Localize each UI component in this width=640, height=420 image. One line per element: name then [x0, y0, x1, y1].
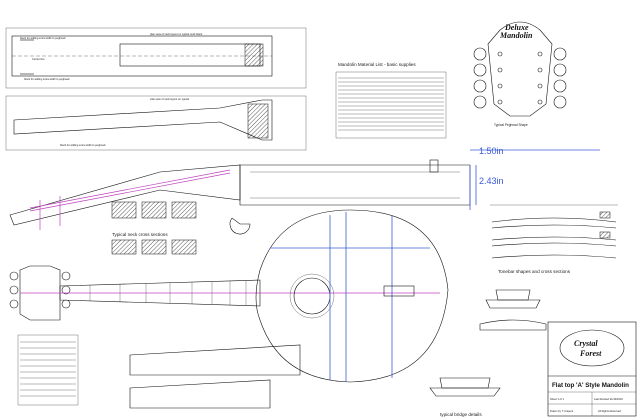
- material-list-heading: Mandolin Material List - basic supplies: [338, 62, 416, 67]
- neck-cross-sections: Typical neck cross sections: [111, 201, 251, 255]
- material-list: Mandolin Material List - basic supplies: [335, 62, 447, 139]
- tonebar-shapes: Tonebar shapes and cross sections: [490, 204, 618, 274]
- block-label-mid: block for adding extra width to peghead: [24, 77, 70, 81]
- neck-side-view: side view of neck layout on typical bloc…: [5, 95, 307, 151]
- logo-line2: Forest: [579, 349, 602, 358]
- headstock-logo-line1: Deluxe: [504, 23, 529, 32]
- mandolin-side-profile: 1.50in 2.43in: [9, 146, 600, 230]
- peghead-drawing: Deluxe Mandolin Typical Peghead Shape: [473, 21, 567, 127]
- neck-plan-view: block for adding extra width to peghead …: [5, 27, 307, 89]
- dimension-150: 1.50in: [479, 146, 504, 156]
- drawn-by: Drawn by T. Kuipers: [550, 409, 574, 413]
- neck-plan-label: plan view of neck layout on typical neck…: [150, 32, 203, 36]
- block-label-bot: block for adding extra width to peghead: [60, 143, 106, 147]
- tonebar-label: Tonebar shapes and cross sections: [498, 269, 571, 274]
- bridge-details-label: typical bridge details: [440, 412, 482, 417]
- title-block: Crystal Forest Flat top 'A' Style Mandol…: [547, 321, 637, 417]
- revision-date: Last Revised 21/10/2016: [594, 397, 623, 401]
- fretboard-sections: [17, 334, 301, 409]
- dimension-243: 2.43in: [479, 176, 504, 186]
- mandolin-front-view: [9, 209, 449, 383]
- rights-reserved: All Rights Reserved: [598, 409, 621, 413]
- block-label-top: block for adding extra width to peghead: [20, 36, 66, 40]
- material-list-rows: [338, 77, 444, 131]
- drawing-title: Flat top 'A' Style Mandolin: [552, 382, 629, 389]
- sheet-number: Sheet 1 of 1: [550, 397, 565, 401]
- logo-line1: Crystal: [574, 339, 598, 348]
- headstock-logo-line2: Mandolin: [499, 31, 533, 40]
- neck-sections-label: Typical neck cross sections: [112, 232, 168, 237]
- neck-side-label: side view of neck layout on typical: [150, 97, 189, 101]
- center-line-label: Center line: [32, 57, 45, 61]
- peghead-shape-label: Typical Peghead Shape: [494, 123, 528, 127]
- bridge-details: typical bridge details: [429, 289, 547, 417]
